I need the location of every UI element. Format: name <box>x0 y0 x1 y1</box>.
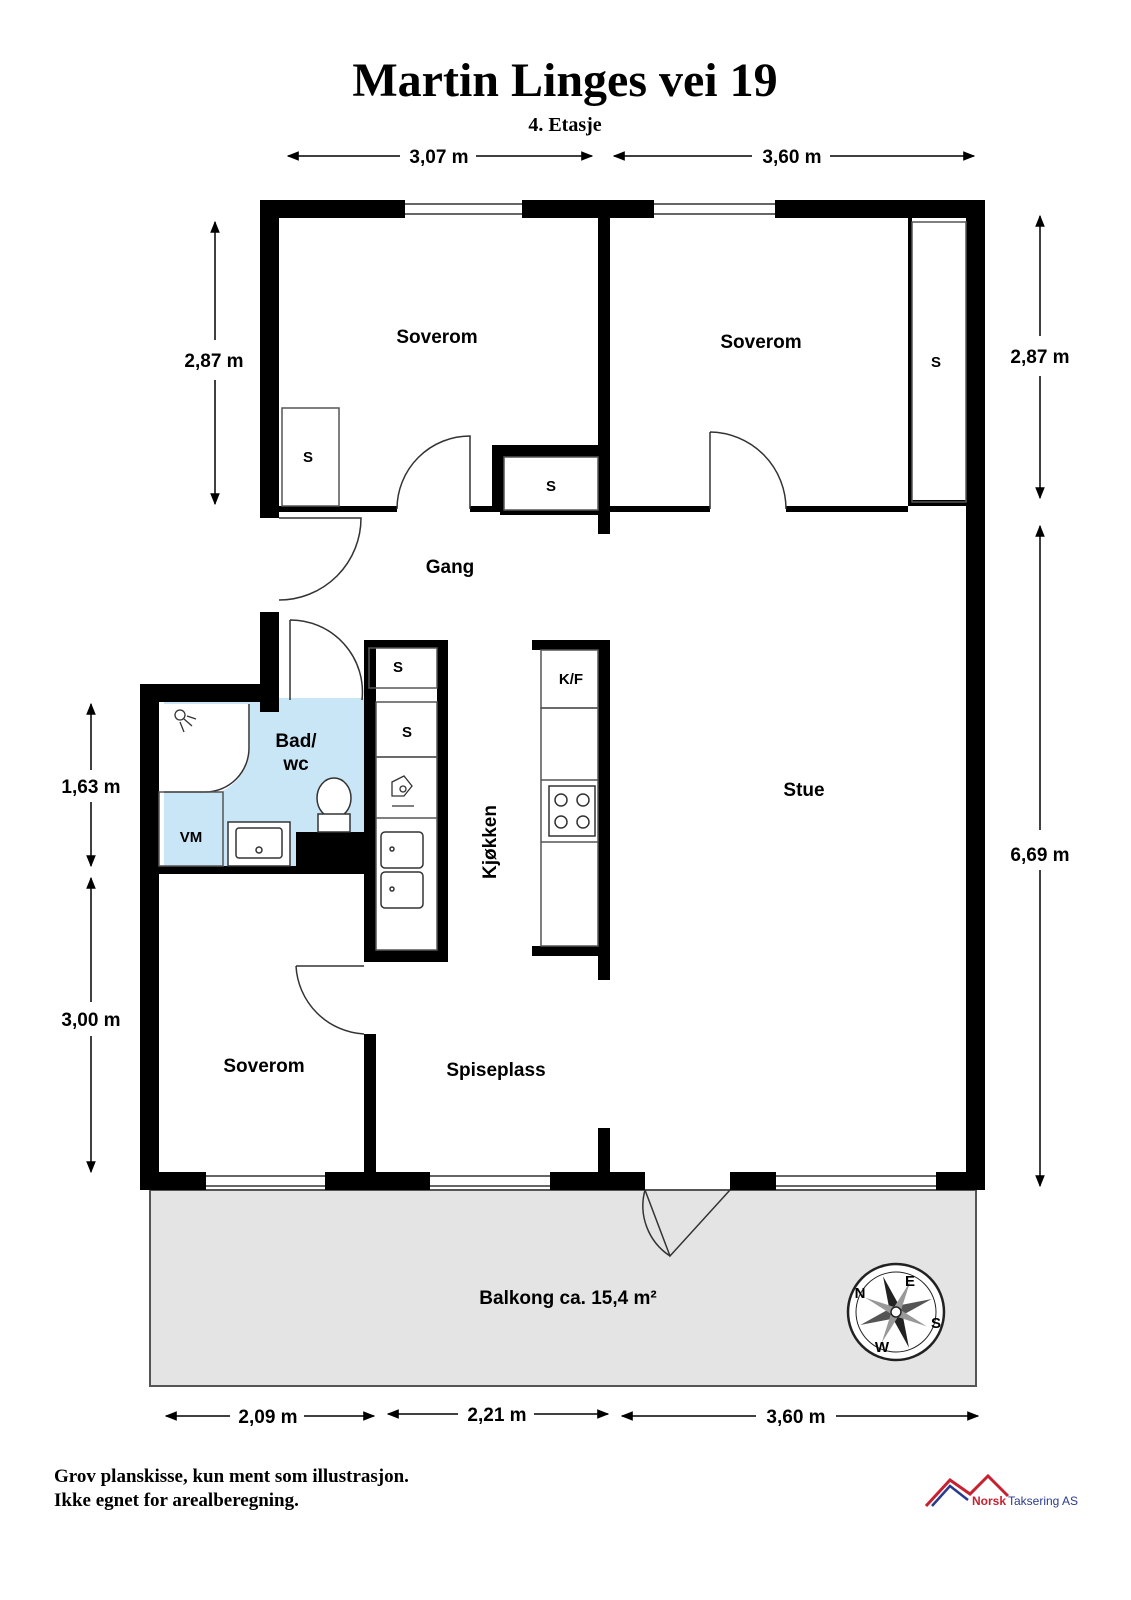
dishwasher-icon <box>391 775 414 807</box>
dimension-label: 6,69 m <box>1010 845 1069 866</box>
logo-brand: Norsk <box>972 1494 1006 1508</box>
kitchen-counter-right <box>540 707 599 947</box>
kitchen-counter-left <box>375 756 438 951</box>
room-label-bedroom: Soverom <box>720 332 801 353</box>
disclaimer-line-1: Grov planskisse, kun ment som illustrasj… <box>54 1466 409 1487</box>
dimension-label: 2,87 m <box>1010 347 1069 368</box>
compass-west: W <box>875 1339 890 1356</box>
shower-area <box>164 704 251 792</box>
closet-label: S <box>393 659 403 676</box>
washing-machine <box>158 791 224 867</box>
closet-hall-top <box>503 456 599 511</box>
dimension-label: 3,07 m <box>409 147 468 168</box>
walls <box>140 200 985 1190</box>
closet-label: S <box>303 449 313 466</box>
room-label-bathroom: Bad/ <box>275 731 317 752</box>
room-label-bathroom-wc: wc <box>282 754 309 775</box>
closet-bedroom2 <box>911 221 967 503</box>
doors <box>278 431 787 1258</box>
closet-label: S <box>546 478 556 495</box>
closet-hall <box>368 647 438 689</box>
bathroom-sink-icon <box>227 821 291 867</box>
room-label-living: Stue <box>783 780 824 801</box>
dimension-label: 3,00 m <box>61 1010 120 1031</box>
dimension-label: 3,60 m <box>766 1407 825 1428</box>
room-label-hallway: Gang <box>426 557 475 578</box>
compass-icon: N E S W <box>846 1262 946 1362</box>
stove-icon <box>548 785 596 837</box>
kitchen-sink-icon <box>380 831 424 909</box>
compass-north: N <box>855 1285 866 1302</box>
logo-text: Taksering AS <box>1008 1494 1078 1508</box>
room-label-bedroom: Soverom <box>223 1056 304 1077</box>
toilet-icon <box>316 777 352 833</box>
room-label-kitchen: Kjøkken <box>480 805 501 879</box>
dimension-lines <box>86 151 1045 1421</box>
balcony-label: Balkong ca. 15,4 m² <box>479 1288 656 1309</box>
dimension-label: 2,09 m <box>238 1407 297 1428</box>
compass-east: E <box>905 1273 915 1290</box>
plan-title: Martin Linges vei 19 <box>352 54 777 107</box>
balcony-area <box>149 1189 977 1387</box>
washing-machine-label: VM <box>180 829 203 846</box>
disclaimer-line-2: Ikke egnet for arealberegning. <box>54 1490 299 1511</box>
dimension-label: 3,60 m <box>762 147 821 168</box>
room-label-bedroom: Soverom <box>396 327 477 348</box>
fridge-freezer-label: K/F <box>559 671 583 688</box>
closet-label: S <box>402 724 412 741</box>
closet-label: S <box>931 354 941 371</box>
dimension-label: 1,63 m <box>61 777 120 798</box>
dimension-label: 2,21 m <box>467 1405 526 1426</box>
company-logo: Norsk Taksering AS <box>924 1473 1078 1508</box>
shower-icon <box>174 709 197 733</box>
dimension-label: 2,87 m <box>184 351 243 372</box>
room-label-dining: Spiseplass <box>446 1060 545 1081</box>
floor-label: 4. Etasje <box>528 114 601 136</box>
compass-south: S <box>931 1315 941 1332</box>
windows <box>206 203 936 1187</box>
closet-bedroom1 <box>281 407 340 507</box>
